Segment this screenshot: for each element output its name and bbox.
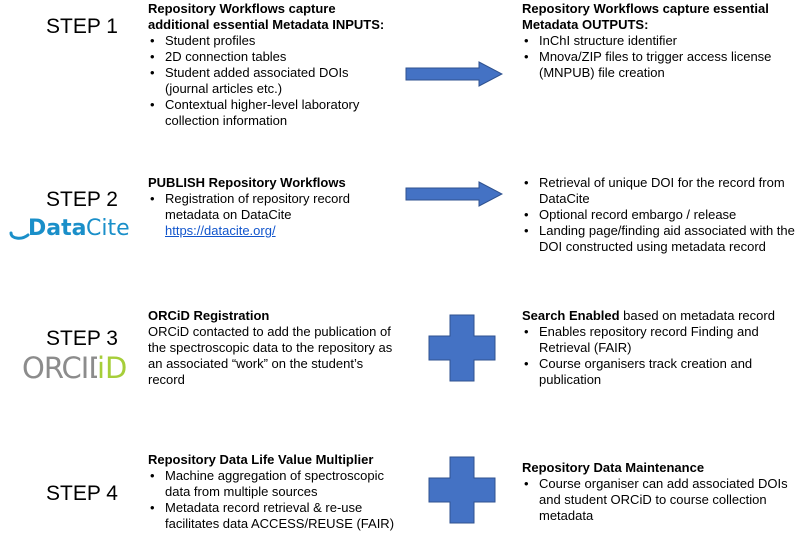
search-enabled-bold: Search Enabled: [522, 308, 620, 323]
datacite-link[interactable]: https://datacite.org/: [165, 223, 276, 238]
datacite-logo: Data Cite: [8, 213, 148, 247]
orcid-id-glyph: iD: [97, 351, 128, 385]
datacite-logo-cite: Cite: [86, 216, 130, 241]
list-item: Retrieval of unique DOI for the record f…: [524, 175, 797, 207]
step-2-publish: PUBLISH Repository Workflows Registratio…: [148, 175, 393, 239]
step-1-inputs-title: Repository Workflows capture additional …: [148, 1, 385, 32]
step-3-plus: [428, 314, 496, 382]
step-2-arrow: [405, 181, 503, 207]
step-3-label: STEP 3: [46, 327, 118, 350]
list-item: Student profiles: [150, 33, 393, 49]
step-2-publish-list: Registration of repository record metada…: [148, 191, 393, 223]
datacite-logo-data: Data: [28, 216, 87, 241]
list-item: Mnova/ZIP files to trigger access licens…: [524, 49, 792, 81]
list-item: Enables repository record Finding and Re…: [524, 324, 792, 356]
step-1-arrow: [405, 61, 503, 87]
list-item: Student added associated DOIs (journal a…: [150, 65, 393, 97]
step-4-maintenance: Repository Data Maintenance Course organ…: [522, 460, 792, 524]
step-3-orcid-body: ORCiD contacted to add the publication o…: [148, 324, 393, 387]
step-1-outputs: Repository Workflows capture essential M…: [522, 1, 792, 81]
step-4-label: STEP 4: [46, 482, 118, 505]
list-item: InChI structure identifier: [524, 33, 792, 49]
orcid-logo-text: ORCID: [22, 351, 111, 385]
list-item: Course organisers track creation and pub…: [524, 356, 792, 388]
list-item: Course organiser can add associated DOIs…: [524, 476, 792, 524]
step-2-label: STEP 2: [46, 188, 118, 211]
search-enabled-rest: based on metadata record: [619, 308, 775, 323]
step-3-search-list: Enables repository record Finding and Re…: [522, 324, 792, 388]
step-1-label: STEP 1: [46, 15, 118, 38]
list-item: Registration of repository record metada…: [150, 191, 393, 223]
step-3-search: Search Enabled based on metadata record …: [522, 308, 792, 388]
step-4-maintenance-list: Course organiser can add associated DOIs…: [522, 476, 792, 524]
step-1-inputs: Repository Workflows capture additional …: [148, 1, 393, 129]
list-item: Metadata record retrieval & re-use facil…: [150, 500, 396, 532]
list-item: 2D connection tables: [150, 49, 393, 65]
step-1-outputs-title: Repository Workflows capture essential M…: [522, 1, 769, 32]
step-4-multiplier: Repository Data Life Value Multiplier Ma…: [148, 452, 396, 532]
list-item: Contextual higher-level laboratory colle…: [150, 97, 393, 129]
step-3-orcid: ORCiD Registration ORCiD contacted to ad…: [148, 308, 396, 388]
list-item: Landing page/finding aid associated with…: [524, 223, 797, 255]
list-item: Machine aggregation of spectroscopic dat…: [150, 468, 396, 500]
step-1-outputs-list: InChI structure identifier Mnova/ZIP fil…: [522, 33, 792, 81]
step-3-orcid-title: ORCiD Registration: [148, 308, 270, 323]
datacite-swoosh-icon: [9, 231, 30, 240]
step-4-maintenance-title: Repository Data Maintenance: [522, 460, 705, 475]
step-1-inputs-list: Student profiles 2D connection tables St…: [148, 33, 393, 129]
step-2-results: Retrieval of unique DOI for the record f…: [522, 175, 797, 255]
step-2-results-list: Retrieval of unique DOI for the record f…: [522, 175, 797, 255]
step-4-multiplier-title: Repository Data Life Value Multiplier: [148, 452, 374, 467]
step-4-plus: [428, 456, 496, 524]
step-3-search-title: Search Enabled based on metadata record: [522, 308, 792, 324]
list-item: Optional record embargo / release: [524, 207, 797, 223]
orcid-logo: ORCID iD: [22, 350, 132, 384]
step-4-multiplier-list: Machine aggregation of spectroscopic dat…: [148, 468, 396, 532]
step-2-publish-title: PUBLISH Repository Workflows: [148, 175, 346, 190]
